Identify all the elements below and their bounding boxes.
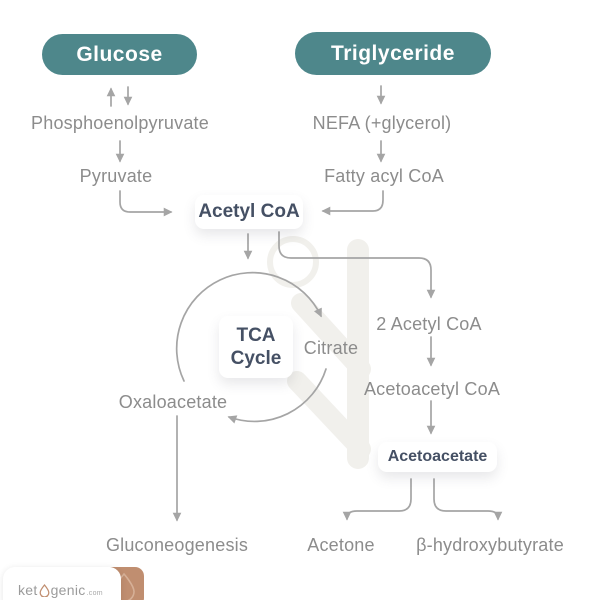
brand-text-part1: ket: [18, 582, 38, 598]
glucose-node: Glucose: [42, 34, 197, 75]
arrow-pyruvate-to-acetylcoa: [119, 190, 173, 217]
triglyceride-node: Triglyceride: [295, 32, 491, 75]
tca-cycle-label-line2: Cycle: [230, 348, 282, 369]
oxaloacetate-label: Oxaloacetate: [118, 392, 228, 412]
tca-cycle-node: TCA Cycle: [219, 316, 293, 378]
arrow-acetoacetate-to-bhb: [433, 478, 503, 521]
acetoacetate-label: Acetoacetate: [387, 448, 488, 465]
brand-text-part2: genic: [50, 582, 86, 598]
acetoacetyl-coa-label: Acetoacetyl CoA: [363, 379, 501, 399]
nefa-label: NEFA (+glycerol): [312, 113, 452, 133]
arrow-acetoacetate-to-acetone: [342, 478, 412, 521]
triglyceride-label: Triglyceride: [331, 41, 455, 65]
acetoacetate-node: Acetoacetate: [378, 442, 497, 472]
tca-cycle-label-line1: TCA: [236, 325, 276, 346]
glucose-label: Glucose: [76, 42, 163, 66]
tca-cycle-arc-top: [175, 271, 322, 382]
watermark-logo: [267, 236, 371, 469]
fatty-acyl-coa-label: Fatty acyl CoA: [324, 166, 444, 186]
pyruvate-label: Pyruvate: [79, 166, 153, 186]
acetyl-coa-label: Acetyl CoA: [198, 201, 300, 222]
beta-hydroxybutyrate-label: β-hydroxybutyrate: [416, 535, 564, 555]
gluconeogenesis-label: Gluconeogenesis: [105, 535, 249, 555]
acetone-label: Acetone: [307, 535, 375, 555]
droplet-o-icon: [39, 583, 50, 597]
acetyl-coa-node: Acetyl CoA: [195, 195, 303, 229]
tca-cycle-arc-bottom: [227, 368, 327, 424]
citrate-label: Citrate: [303, 338, 359, 358]
phosphoenolpyruvate-label: Phosphoenolpyruvate: [31, 113, 209, 133]
brand-text-tld: .com: [86, 589, 103, 597]
arrow-acetylcoa-to-2acetylcoa: [278, 231, 436, 299]
arrow-fattyacylcoa-to-acetylcoa: [321, 190, 384, 216]
brand-logo: ket genic .com: [3, 567, 121, 600]
two-acetyl-coa-label: 2 Acetyl CoA: [376, 314, 482, 334]
